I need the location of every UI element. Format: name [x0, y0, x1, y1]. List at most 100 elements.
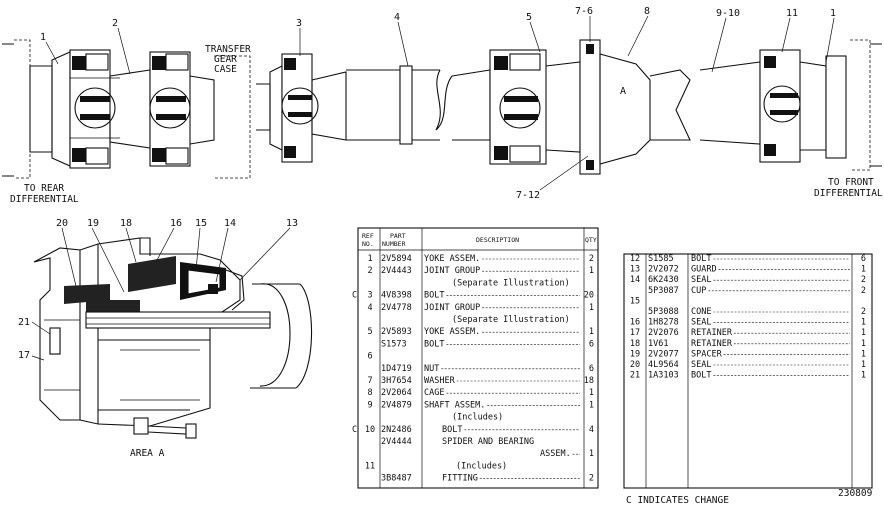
top-assembly: A: [2, 39, 882, 179]
row-description: BOLT: [424, 291, 444, 301]
row-part-number: S1573: [381, 339, 407, 349]
row-description: BOLT: [442, 425, 462, 435]
row-part-number: S1585: [648, 254, 674, 264]
table-row: 15: [630, 296, 640, 306]
top-callouts: 1 2 3 4 5 7-6 8 9-10 11 1 7-12: [40, 6, 836, 201]
row-part-number: 2V4879: [381, 400, 412, 410]
row-qty: 2: [589, 254, 594, 264]
callout-7-12: 7-12: [516, 190, 540, 201]
row-qty: 1: [861, 371, 866, 381]
row-qty: 1: [589, 327, 594, 337]
rear-label-2: DIFFERENTIAL: [10, 194, 79, 205]
front-label-2: DIFFERENTIAL: [814, 188, 883, 199]
row-qty: 18: [584, 376, 594, 386]
row-part-number: 2V2064: [381, 388, 412, 398]
callout-3: 3: [296, 18, 302, 29]
row-description: (Separate Illustration): [452, 278, 570, 288]
callout-13: 13: [286, 218, 298, 229]
callout-17: 17: [18, 350, 30, 361]
header-ref-2: NO.: [362, 240, 374, 248]
row-qty: 2: [861, 286, 866, 296]
row-description: BOLT: [691, 371, 711, 381]
callout-16: 16: [170, 218, 182, 229]
yoke-3: [256, 53, 319, 163]
header-description: DESCRIPTION: [476, 236, 519, 244]
table-row: (Separate Illustration): [452, 315, 570, 325]
row-description: SEAL: [691, 275, 711, 285]
area-a-caption: AREA A: [130, 448, 165, 459]
transfer-case-label-1: TRANSFER: [205, 44, 251, 55]
callout-20: 20: [56, 218, 68, 229]
row-description: CONE: [691, 307, 711, 317]
row-description: (Includes): [456, 461, 507, 471]
row-description: SPIDER AND BEARING: [442, 437, 534, 447]
row-ref: 12: [630, 254, 640, 264]
callout-14: 14: [224, 218, 236, 229]
row-description: CAGE: [424, 388, 444, 398]
row-part-number: 2V2076: [648, 328, 679, 338]
row-ref: 7: [367, 376, 372, 386]
callout-15: 15: [195, 218, 207, 229]
row-qty: 2: [589, 474, 594, 484]
row-part-number: 2V4444: [381, 437, 412, 447]
table-row: (Separate Illustration): [452, 278, 570, 288]
row-part-number: 2V5893: [381, 327, 412, 337]
yoke-5: [489, 49, 581, 165]
header-part-2: NUMBER: [382, 240, 406, 248]
top-labels: TRANSFER GEAR CASE TO REAR DIFFERENTIAL …: [10, 44, 883, 205]
drawing-number: 230809: [838, 488, 873, 499]
row-ref: 9: [367, 400, 372, 410]
row-part-number: 6K2430: [648, 275, 679, 285]
row-qty: 1: [589, 303, 594, 313]
callout-21: 21: [18, 317, 30, 328]
area-a-detail: [33, 237, 313, 439]
callout-18: 18: [120, 218, 132, 229]
row-description: (Separate Illustration): [452, 315, 570, 325]
row-description: CUP: [691, 286, 706, 296]
row-part-number: 3H7654: [381, 376, 412, 386]
row-description: RETAINER: [691, 339, 733, 349]
row-ref: 18: [630, 339, 640, 349]
yoke-assembly-left: [51, 49, 120, 169]
front-label-1: TO FRONT: [828, 177, 874, 188]
row-description: JOINT GROUP: [424, 266, 480, 276]
row-description: ASSEM.: [540, 449, 571, 459]
row-ref: 17: [630, 328, 640, 338]
row-ref: 5: [367, 327, 372, 337]
joint-group-2: [109, 51, 215, 167]
header-qty: QTY: [585, 236, 597, 244]
row-qty: 1: [589, 449, 594, 459]
callout-5: 5: [526, 12, 532, 23]
row-description: SPACER: [691, 349, 723, 359]
row-description: (Includes): [452, 413, 503, 423]
row-part-number: 5P3088: [648, 307, 679, 317]
row-description: SEAL: [691, 318, 711, 328]
row-part-number: 1D4719: [381, 364, 412, 374]
area-a-letter: A: [620, 86, 626, 97]
row-part-number: 4L9564: [648, 360, 679, 370]
row-part-number: 2V2077: [648, 349, 679, 359]
row-description: GUARD: [691, 265, 717, 275]
yoke-11: [759, 49, 847, 163]
row-qty: 1: [861, 328, 866, 338]
row-description: WASHER: [424, 376, 456, 386]
row-description: JOINT GROUP: [424, 303, 480, 313]
row-qty: 20: [584, 291, 594, 301]
